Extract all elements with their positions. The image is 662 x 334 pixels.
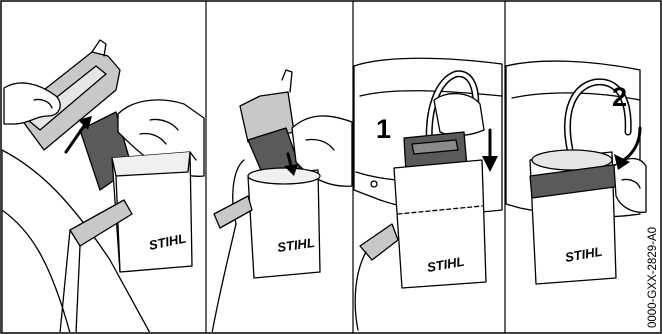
panel-3-insert-battery [354, 58, 502, 330]
panel-1-open-bag [2, 40, 204, 333]
panel-2-insert-liner [212, 70, 352, 333]
panel-4-step-number: 2 [612, 82, 627, 112]
reference-code: 0000-GXX-2829-A0 [647, 227, 659, 328]
panel-3-step-number: 1 [376, 114, 391, 144]
